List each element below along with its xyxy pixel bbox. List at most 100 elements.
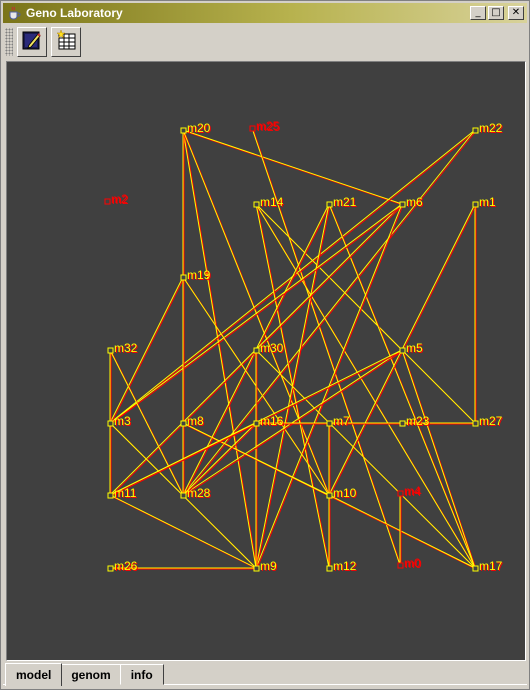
node-label: m7 bbox=[333, 414, 350, 428]
new-table-button[interactable] bbox=[51, 27, 81, 57]
node-label: m32 bbox=[114, 341, 138, 355]
node-label: m19 bbox=[187, 268, 211, 282]
node-marker[interactable] bbox=[253, 565, 260, 572]
node-marker[interactable] bbox=[472, 565, 479, 572]
node-marker[interactable] bbox=[253, 347, 260, 354]
node-label: m26 bbox=[114, 559, 138, 573]
node-marker[interactable] bbox=[472, 127, 479, 134]
minimize-button[interactable]: _ bbox=[470, 6, 486, 20]
node-marker[interactable] bbox=[104, 198, 111, 205]
node-label: m28 bbox=[187, 486, 211, 500]
node-label: m5 bbox=[406, 341, 423, 355]
edge-m14-m27 bbox=[255, 203, 477, 425]
toolbar bbox=[3, 25, 527, 59]
node-label-shadow: m9 bbox=[261, 560, 278, 574]
edit-model-button[interactable] bbox=[17, 27, 47, 57]
node-marker[interactable] bbox=[180, 127, 187, 134]
node-marker[interactable] bbox=[397, 562, 404, 569]
node-label: m4 bbox=[404, 484, 421, 498]
edge-m11-m16 bbox=[109, 422, 258, 497]
node-marker[interactable] bbox=[472, 420, 479, 427]
node-marker[interactable] bbox=[249, 125, 256, 132]
node-label-shadow: m25 bbox=[257, 120, 281, 134]
edge-m25-m0 bbox=[251, 127, 402, 567]
node-marker[interactable] bbox=[107, 492, 114, 499]
node-marker[interactable] bbox=[107, 565, 114, 572]
node-label-shadow: m32 bbox=[115, 342, 139, 356]
tab-genom[interactable]: genom bbox=[60, 664, 122, 685]
node-label-shadow: m28 bbox=[188, 487, 212, 501]
node-marker[interactable] bbox=[253, 201, 260, 208]
title-bar[interactable]: Geno Laboratory _ □ ✕ bbox=[3, 3, 527, 23]
tab-info[interactable]: info bbox=[119, 664, 164, 685]
close-button[interactable]: ✕ bbox=[508, 6, 524, 20]
node-label-shadow: m8 bbox=[188, 415, 205, 429]
node-marker[interactable] bbox=[326, 201, 333, 208]
node-marker[interactable] bbox=[399, 420, 406, 427]
edge-m14-m17 bbox=[255, 203, 477, 570]
node-marker[interactable] bbox=[326, 565, 333, 572]
edge-m23-m27 bbox=[402, 422, 476, 425]
node-label: m16 bbox=[260, 414, 284, 428]
tab-model[interactable]: model bbox=[5, 663, 63, 686]
edge-m32-m28 bbox=[109, 349, 185, 497]
node-marker[interactable] bbox=[399, 347, 406, 354]
node-marker[interactable] bbox=[253, 420, 260, 427]
node-marker[interactable] bbox=[397, 490, 404, 497]
maximize-button[interactable]: □ bbox=[488, 6, 504, 20]
node-label-shadow: m5 bbox=[407, 342, 424, 356]
node-label: m6 bbox=[406, 195, 423, 209]
node-marker[interactable] bbox=[180, 420, 187, 427]
node-label: m21 bbox=[333, 195, 357, 209]
toolbar-grip[interactable] bbox=[5, 28, 13, 56]
node-label-shadow: m17 bbox=[480, 560, 504, 574]
node-label-shadow: m1 bbox=[480, 196, 497, 210]
edge-m20-m10 bbox=[182, 129, 331, 497]
node-marker[interactable] bbox=[472, 201, 479, 208]
node-marker[interactable] bbox=[326, 492, 333, 499]
node-label-shadow: m0 bbox=[405, 557, 422, 571]
edge-m19-m3 bbox=[109, 276, 185, 425]
node-label-shadow: m20 bbox=[188, 122, 212, 136]
node-label-shadow: m12 bbox=[334, 560, 358, 574]
node-marker[interactable] bbox=[107, 420, 114, 427]
node-marker[interactable] bbox=[180, 274, 187, 281]
edge-m6-m3 bbox=[109, 203, 404, 425]
node-marker[interactable] bbox=[180, 492, 187, 499]
node-marker[interactable] bbox=[399, 201, 406, 208]
node-marker[interactable] bbox=[326, 420, 333, 427]
node-label-shadow: m19 bbox=[188, 269, 212, 283]
node-label: m0 bbox=[404, 556, 421, 570]
node-marker[interactable] bbox=[107, 347, 114, 354]
